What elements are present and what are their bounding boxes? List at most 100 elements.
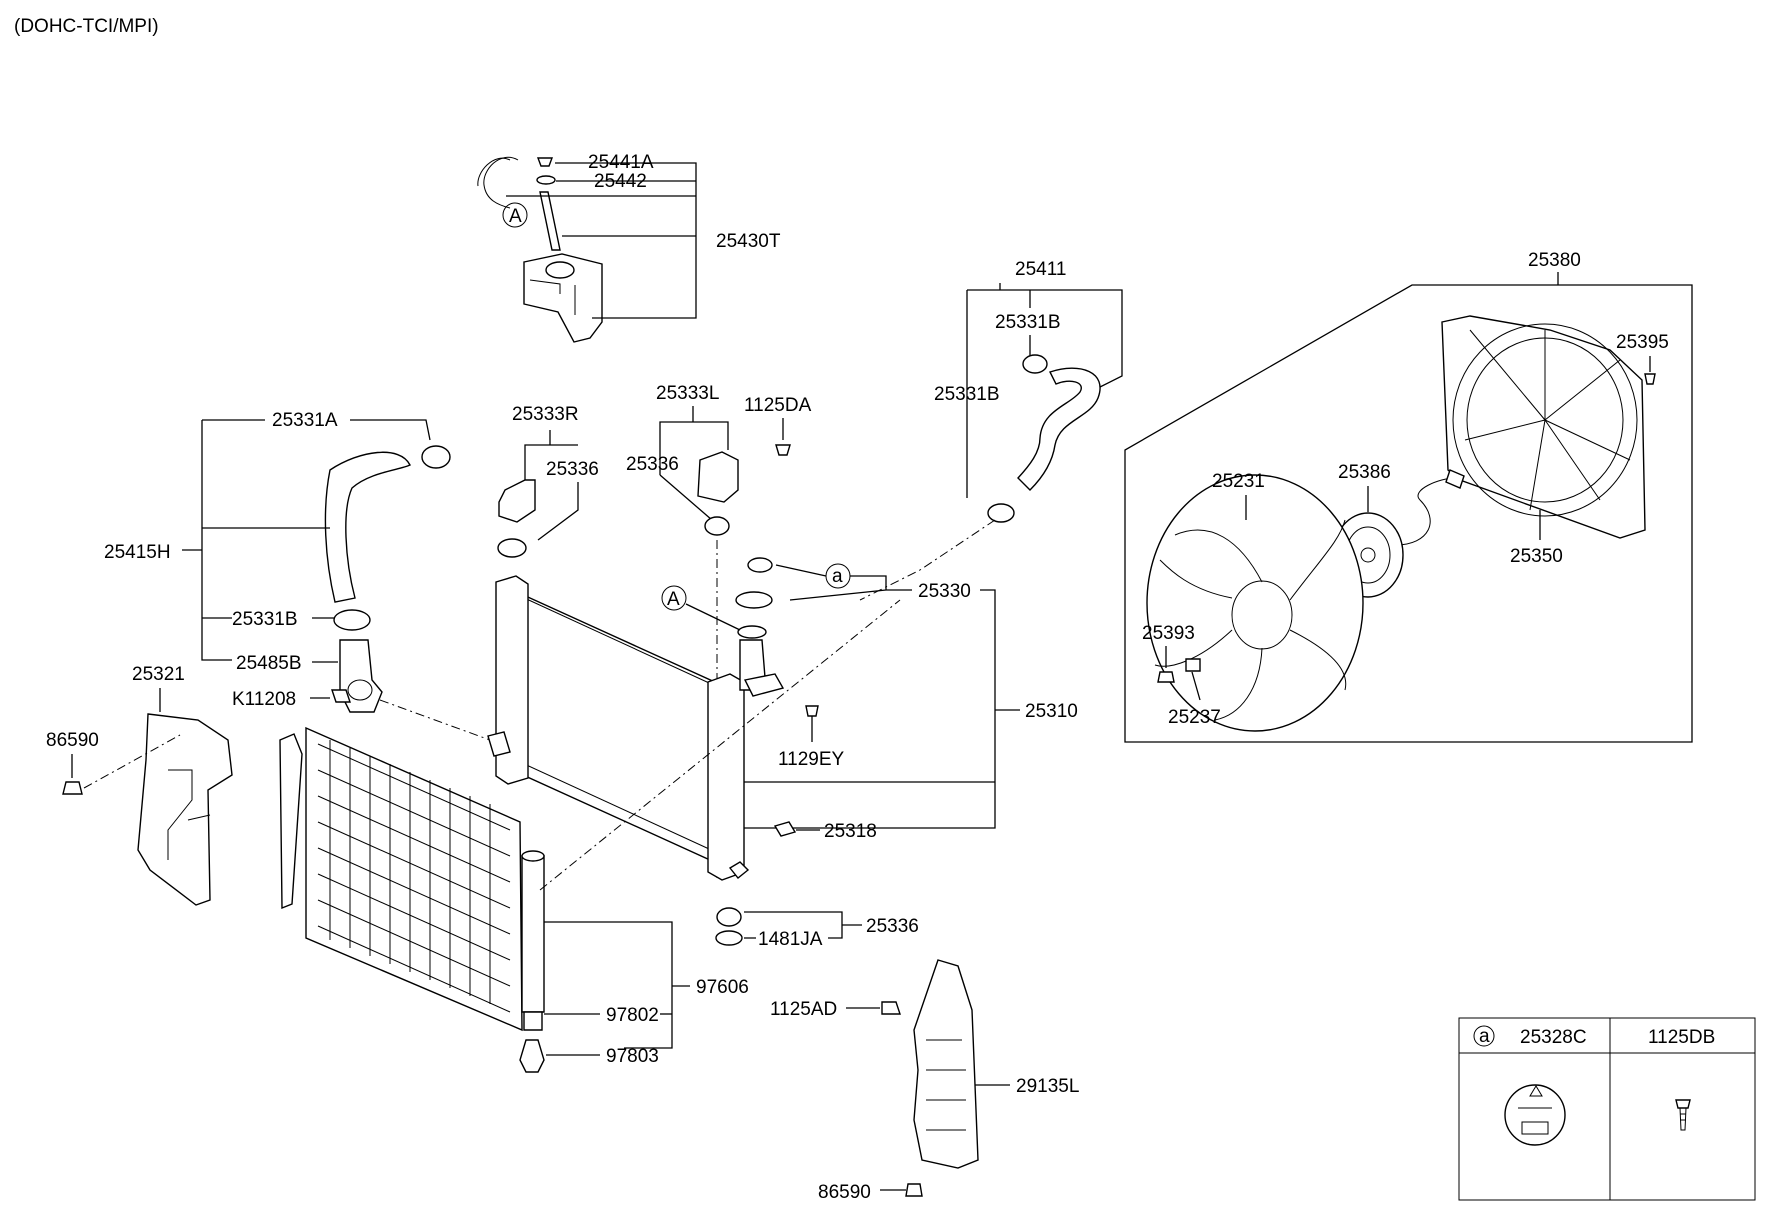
desiccant-plug bbox=[519, 1039, 545, 1073]
label-1129EY: 1129EY bbox=[778, 749, 845, 770]
hose-clamp-lower bbox=[987, 503, 1015, 523]
radiator-group: A a 25330 25310 1129EY 25318 1481JA 2533… bbox=[487, 557, 1078, 950]
label-25333R: 25333R bbox=[512, 404, 579, 425]
label-86590-left: 86590 bbox=[46, 730, 99, 751]
fan-blade bbox=[1146, 474, 1364, 732]
condenser-pipe bbox=[279, 733, 303, 910]
side-air-guard bbox=[913, 959, 979, 1169]
label-25331A: 25331A bbox=[272, 410, 338, 431]
lower-radiator-hose bbox=[324, 451, 411, 603]
receiver-drier-cap bbox=[523, 1011, 543, 1031]
variant-header: (DOHC-TCI/MPI) bbox=[14, 16, 159, 37]
k11208-clip bbox=[331, 689, 351, 703]
overflow-hose bbox=[483, 157, 519, 209]
fan-nut bbox=[1157, 671, 1175, 683]
reservoir-neck-hose bbox=[539, 191, 561, 251]
callout-a-mid-text: a bbox=[832, 566, 843, 587]
reservoir-group: 25441A 25442 25430T A bbox=[477, 152, 781, 343]
label-25331B-top: 25331B bbox=[995, 312, 1061, 333]
condenser-core bbox=[305, 726, 523, 1032]
radiator-bolt bbox=[805, 705, 819, 717]
fan-assembly-box bbox=[1124, 284, 1693, 743]
label-29135L: 29135L bbox=[1016, 1076, 1079, 1097]
label-25310: 25310 bbox=[1025, 701, 1078, 722]
callout-A-mid-text: A bbox=[667, 589, 680, 610]
insulator-bottom-washer bbox=[715, 930, 743, 946]
label-25393: 25393 bbox=[1142, 623, 1195, 644]
legend-marker-text: a bbox=[1479, 1026, 1490, 1047]
label-25336-left: 25336 bbox=[546, 459, 599, 480]
label-25442: 25442 bbox=[594, 171, 647, 192]
label-25395: 25395 bbox=[1616, 332, 1669, 353]
radiator-lower-pipe bbox=[487, 731, 511, 757]
label-25336-right: 25336 bbox=[626, 454, 679, 475]
label-25318: 25318 bbox=[824, 821, 877, 842]
label-97606: 97606 bbox=[696, 977, 749, 998]
bracket-group: 25333R 25336 25333L 1125DA 25336 bbox=[497, 383, 812, 880]
label-sticker-icon bbox=[1504, 1084, 1566, 1146]
radiator-drain bbox=[728, 861, 750, 879]
insulator-right bbox=[704, 516, 730, 536]
bracket-bolt bbox=[775, 444, 791, 456]
insulator-bottom bbox=[716, 907, 742, 927]
label-25415H: 25415H bbox=[104, 542, 171, 563]
fan-clip bbox=[1185, 658, 1201, 672]
radiator-right-tank bbox=[707, 673, 745, 881]
side-guard-group: 1125AD 29135L 86590 bbox=[770, 959, 1079, 1203]
bracket-left bbox=[697, 451, 739, 503]
label-97803: 97803 bbox=[606, 1046, 659, 1067]
label-25430T: 25430T bbox=[716, 231, 781, 252]
label-86590-bottom: 86590 bbox=[818, 1182, 871, 1203]
label-97802: 97802 bbox=[606, 1005, 659, 1026]
radiator-core bbox=[507, 586, 733, 872]
hose-clamp-upper bbox=[1022, 354, 1048, 374]
condenser-group: 97606 97802 97803 bbox=[279, 599, 901, 1073]
label-K11208: K11208 bbox=[232, 689, 296, 710]
bolt-1125AD bbox=[881, 1001, 901, 1015]
shroud-bolt bbox=[1644, 373, 1656, 385]
label-25333L: 25333L bbox=[656, 383, 719, 404]
label-25231: 25231 bbox=[1212, 471, 1265, 492]
label-25380: 25380 bbox=[1528, 250, 1581, 271]
legend-table: a 25328C 1125DB bbox=[1458, 1017, 1756, 1201]
label-25331B-mid: 25331B bbox=[934, 384, 1000, 405]
legend-marker bbox=[1473, 1025, 1495, 1047]
callout-A-mid bbox=[661, 585, 687, 611]
label-25336-bottom: 25336 bbox=[866, 916, 919, 937]
label-25411: 25411 bbox=[1015, 259, 1066, 280]
radiator-outlet bbox=[743, 673, 785, 697]
label-1125DA: 1125DA bbox=[744, 395, 812, 416]
reservoir-tank bbox=[523, 253, 603, 343]
lower-hose-clamp bbox=[421, 445, 451, 469]
insulator-left bbox=[497, 538, 527, 558]
radiator-cap-gasket bbox=[747, 557, 773, 573]
lower-hose-group: 25331A 25415H 25331B 25485B K11208 bbox=[104, 410, 491, 741]
callout-A-top-text: A bbox=[509, 206, 522, 227]
label-25441A: 25441A bbox=[588, 152, 654, 173]
label-25386: 25386 bbox=[1338, 462, 1391, 483]
radiator-sensor bbox=[773, 821, 797, 837]
label-25350: 25350 bbox=[1510, 546, 1563, 567]
bolt-1125DB-icon bbox=[1675, 1099, 1691, 1109]
label-1481JA: 1481JA bbox=[758, 929, 823, 950]
label-25330: 25330 bbox=[918, 581, 971, 602]
cap-seal-ring bbox=[536, 175, 556, 185]
label-25331B-low: 25331B bbox=[232, 609, 298, 630]
label-1125AD: 1125AD bbox=[770, 999, 837, 1020]
reservoir-cap bbox=[536, 157, 554, 167]
label-25321: 25321 bbox=[132, 664, 185, 685]
clip-86590-bottom bbox=[905, 1183, 923, 1197]
upper-hose-group: 25411 25331B 25331B bbox=[859, 259, 1123, 601]
upper-radiator-hose bbox=[1017, 367, 1101, 491]
label-25237: 25237 bbox=[1168, 707, 1221, 728]
fan-assembly-group: 25380 25395 25350 25386 25231 25393 2523… bbox=[1124, 250, 1693, 743]
radiator-cap bbox=[737, 625, 767, 639]
callout-A-top bbox=[502, 202, 528, 228]
hose-clamp-bottom bbox=[333, 609, 371, 631]
receiver-drier bbox=[521, 855, 545, 1013]
label-25485B: 25485B bbox=[236, 653, 302, 674]
legend-col1-part: 25328C bbox=[1520, 1027, 1587, 1048]
bracket-right bbox=[498, 479, 536, 523]
legend-col2-part: 1125DB bbox=[1648, 1027, 1715, 1048]
